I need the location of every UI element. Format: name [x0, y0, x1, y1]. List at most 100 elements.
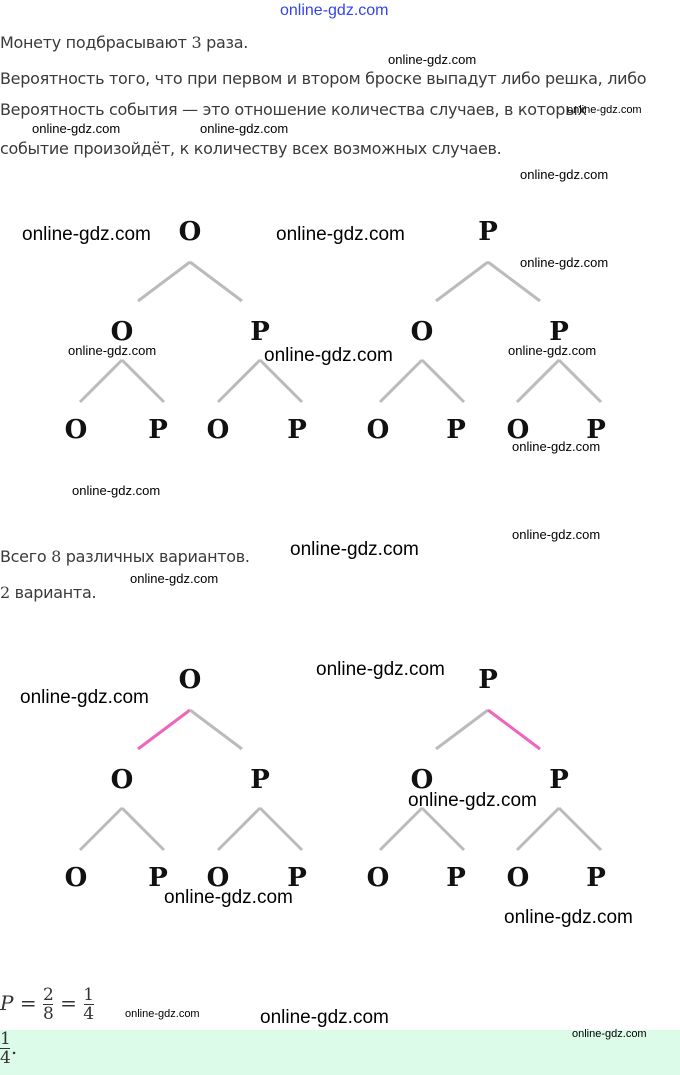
tree-leaf-node: P — [287, 415, 307, 445]
number: 8 — [51, 547, 61, 566]
watermark: online-gdz.com — [20, 687, 149, 708]
text: Монету подбрасывают — [0, 33, 192, 52]
tree-edge — [120, 358, 166, 404]
tree-edge — [120, 806, 166, 852]
watermark: online-gdz.com — [32, 121, 121, 136]
watermark: online-gdz.com — [264, 345, 393, 366]
tree-edge — [378, 358, 424, 404]
tree-leaf-node: P — [148, 415, 168, 445]
tree-edge — [189, 260, 243, 303]
tree-root-node: O — [179, 665, 202, 695]
tree-root-node: O — [179, 217, 202, 247]
numerator: 1 — [0, 1029, 11, 1049]
denominator: 8 — [42, 1004, 54, 1024]
definition-line-1: Вероятность события — это отношение коли… — [0, 100, 587, 119]
tree-leaf-node: P — [446, 415, 466, 445]
tree-root-node: P — [478, 217, 498, 247]
text: различных вариантов. — [61, 547, 250, 566]
watermark: online-gdz.com — [520, 255, 609, 270]
definition-line-2: событие произойдёт, к количеству всех во… — [0, 139, 502, 158]
tree-level1-node: P — [250, 765, 270, 795]
tree-level1-node: O — [111, 317, 134, 347]
watermark: online-gdz.com — [200, 121, 289, 136]
tree-leaf-node: P — [148, 863, 168, 893]
favorable-variants: 2 варианта. — [0, 583, 97, 602]
numerator: 2 — [42, 985, 54, 1005]
tree-edge — [216, 358, 262, 404]
number: 2 — [0, 583, 10, 602]
tree-level1-node: P — [250, 317, 270, 347]
tree-leaf-node: P — [287, 863, 307, 893]
tree-leaf-node: P — [446, 863, 466, 893]
probability-sentence: Вероятность того, что при первом и второ… — [0, 69, 647, 88]
watermark: online-gdz.com — [388, 52, 477, 67]
watermark: online-gdz.com — [520, 167, 609, 182]
header-watermark[interactable]: online-gdz.com — [280, 2, 389, 19]
tree-edge — [216, 806, 262, 852]
tree-leaf-node: O — [65, 863, 88, 893]
watermark: online-gdz.com — [290, 539, 419, 560]
tree-leaf-node: O — [367, 415, 390, 445]
tree-edge — [435, 260, 489, 303]
tree-level1-node: P — [549, 765, 569, 795]
watermark: online-gdz.com — [316, 659, 445, 680]
tree-edge — [487, 708, 541, 751]
period: . — [10, 1035, 18, 1059]
equals: = — [19, 991, 37, 1015]
tree-edge — [78, 806, 124, 852]
tree-level1-node: O — [111, 765, 134, 795]
number: 3 — [191, 33, 202, 52]
answer-box — [0, 1030, 680, 1075]
tree-level1-node: P — [549, 317, 569, 347]
tree-edge — [557, 806, 603, 852]
numerator: 1 — [83, 985, 95, 1005]
watermark: online-gdz.com — [504, 907, 633, 928]
watermark: online-gdz.com — [408, 790, 537, 811]
tree-edge — [378, 806, 424, 852]
equals: = — [60, 991, 77, 1015]
tree-edge — [420, 358, 466, 404]
tree-leaf-node: O — [507, 863, 530, 893]
denominator: 4 — [83, 1004, 95, 1024]
watermark: online-gdz.com — [22, 224, 151, 245]
tree-root-node: P — [478, 665, 498, 695]
tree-edge — [420, 806, 466, 852]
watermark: online-gdz.com — [276, 224, 405, 245]
tree-leaf-node: O — [367, 863, 390, 893]
tree-leaf-node: O — [207, 415, 230, 445]
tree-edge — [515, 358, 561, 404]
tree-edge — [137, 260, 191, 303]
tree-leaf-node: O — [207, 863, 230, 893]
tree-edge — [515, 806, 561, 852]
tree-edge — [189, 708, 243, 751]
p-symbol: P — [0, 991, 14, 1015]
watermark: online-gdz.com — [512, 527, 601, 542]
watermark: online-gdz.com — [125, 1008, 200, 1020]
watermark: online-gdz.com — [72, 483, 161, 498]
tree-leaf-node: P — [586, 415, 606, 445]
tree-level1-node: O — [411, 765, 434, 795]
denominator: 4 — [0, 1048, 11, 1068]
text: Всего — [0, 547, 52, 566]
tree-edge — [137, 708, 191, 751]
watermark: online-gdz.com — [130, 571, 219, 586]
watermark: online-gdz.com — [512, 439, 601, 454]
tree-edge — [557, 358, 603, 404]
tree-level1-node: O — [411, 317, 434, 347]
tree-leaf-node: P — [586, 863, 606, 893]
total-variants: Всего 8 различных вариантов. — [0, 547, 250, 566]
text: раза. — [201, 33, 249, 52]
text: варианта. — [9, 583, 97, 602]
tree-edge — [78, 358, 124, 404]
watermark: online-gdz.com — [260, 1007, 389, 1028]
watermark: online-gdz.com — [567, 104, 642, 116]
watermark: online-gdz.com — [68, 343, 157, 358]
tree-leaf-node: O — [507, 415, 530, 445]
tree-edge — [258, 806, 304, 852]
tree-edge — [487, 260, 541, 303]
tree-edge — [435, 708, 489, 751]
